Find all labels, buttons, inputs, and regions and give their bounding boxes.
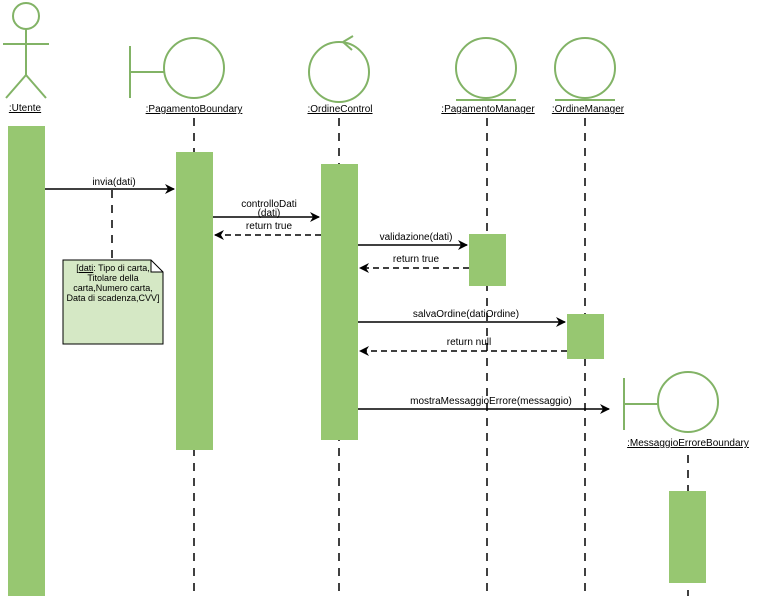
return-true-label: return true: [393, 254, 440, 265]
activation-bar-ordine-control: [321, 164, 358, 440]
message-mostra-messaggio-label: mostraMessaggioErrore(messaggio): [410, 396, 572, 407]
note-body: : Tipo di carta, Titolare della carta,Nu…: [66, 263, 160, 303]
boundary-icon: [623, 371, 719, 433]
note-shape: [62, 259, 164, 345]
return-true-label: return true: [246, 221, 293, 232]
participant-ordine-manager-label: :OrdineManager: [552, 104, 625, 115]
message-validazione-label: validazione(dati): [380, 232, 453, 243]
return-null-label: return null: [447, 337, 491, 348]
activation-bar-messaggio-errore-boundary: [669, 491, 706, 583]
boundary-icon: [129, 37, 225, 99]
activation-bar-pagamento-manager: [469, 234, 506, 286]
entity-icon: [455, 37, 517, 101]
participant-ordine-control-label: :OrdineControl: [307, 104, 372, 115]
message-salva-ordine-label: salvaOrdine(datiOrdine): [413, 309, 519, 320]
message-invia-label: invia(dati): [92, 177, 135, 188]
actor-utente-icon: [3, 2, 49, 99]
note-text: [dati: Tipo di carta, Titolare della car…: [66, 263, 160, 303]
participant-utente-label: :Utente: [9, 103, 42, 114]
note-dati-label: dati: [78, 263, 94, 273]
entity-icon: [554, 37, 616, 101]
activation-bar-pagamento-boundary: [176, 152, 213, 450]
message-controllo-label: (dati): [258, 208, 281, 219]
participant-pagamento-manager-label: :PagamentoManager: [441, 104, 535, 115]
participant-pagamento-boundary-label: :PagamentoBoundary: [146, 104, 243, 115]
control-icon: [308, 35, 370, 103]
message-controllo-label: controlloDati: [241, 199, 297, 210]
activation-bar-ordine-manager: [567, 314, 604, 359]
activation-bar-utente: [8, 126, 45, 596]
participant-messaggio-errore-boundary-label: :MessaggioErroreBoundary: [627, 438, 749, 449]
